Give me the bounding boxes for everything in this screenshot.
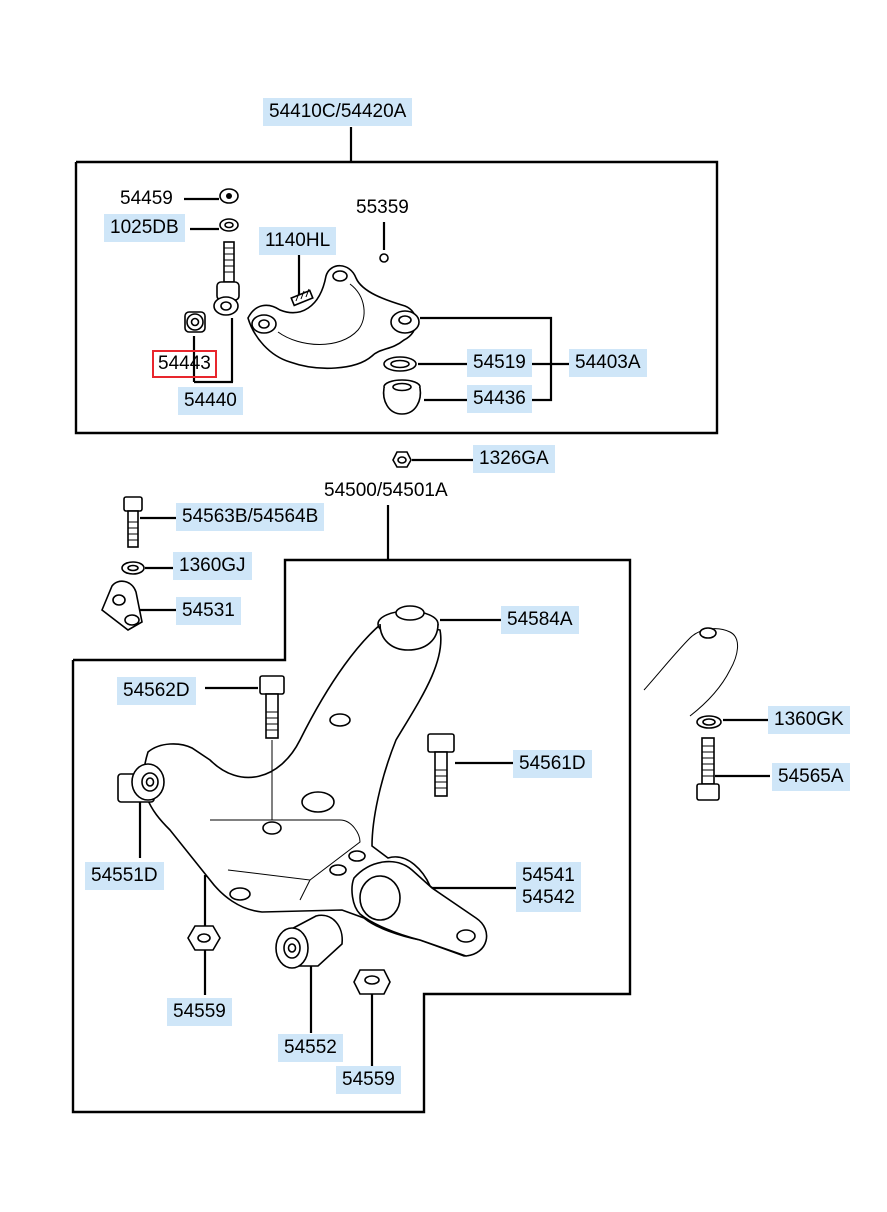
nut-54459-shape — [219, 188, 239, 204]
bracket-54531-shape — [101, 580, 143, 631]
bolt-54561d-shape — [427, 733, 455, 797]
label-bushing-54551d[interactable]: 54551D — [85, 862, 164, 890]
link-54440-shape — [213, 241, 240, 316]
label-washer-1360gk[interactable]: 1360GK — [768, 706, 850, 734]
label-upper-arm-assy[interactable]: 54410C/54420A — [263, 98, 413, 126]
nut-54559-left-shape — [187, 925, 221, 951]
label-lower-arm-assy[interactable]: 54500/54501A — [324, 480, 448, 501]
bolt-55359-shape — [379, 253, 389, 263]
bolt-54562d-shape — [259, 675, 285, 820]
label-bolt-55359[interactable]: 55359 — [356, 197, 409, 218]
label-ball-joint-54403a[interactable]: 54403A — [569, 349, 647, 377]
nut-1326ga-shape — [392, 451, 412, 468]
boot-54436-shape — [382, 379, 422, 415]
lower-arm-frame — [71, 505, 632, 1114]
knuckle-partial-shape — [643, 627, 738, 717]
label-bracket-54542: 54542 — [522, 887, 575, 908]
bolt-54563b-shape — [123, 496, 143, 548]
bushing-54552-shape — [275, 914, 343, 969]
label-nut-1326ga[interactable]: 1326GA — [473, 445, 555, 473]
label-ring-54519[interactable]: 54519 — [467, 349, 532, 377]
label-bushing-54584a[interactable]: 54584A — [501, 606, 579, 634]
label-bolt-1140hl[interactable]: 1140HL — [259, 227, 337, 255]
label-nut-54559-left[interactable]: 54559 — [167, 998, 232, 1026]
label-bracket-54531[interactable]: 54531 — [176, 597, 241, 625]
ring-54519-shape — [383, 356, 417, 372]
label-link-54440[interactable]: 54440 — [178, 387, 243, 415]
label-bracket-54541: 54541 — [522, 865, 575, 886]
label-boot-54436[interactable]: 54436 — [467, 385, 532, 413]
leader-lines — [138, 197, 770, 1066]
upper-arm-frame — [74, 127, 719, 435]
bracket-54541-shape — [351, 860, 488, 957]
label-nut-54559-right[interactable]: 54559 — [336, 1066, 401, 1094]
label-nut-54459[interactable]: 54459 — [120, 188, 173, 209]
label-bushing-54443[interactable]: 54443 — [152, 350, 217, 378]
label-washer-1025db[interactable]: 1025DB — [104, 214, 185, 242]
label-bracket-54541-54542[interactable]: 54541 54542 — [516, 862, 581, 912]
label-bushing-54552[interactable]: 54552 — [278, 1034, 343, 1062]
washer-1360gj-shape — [121, 561, 145, 575]
label-washer-1360gj[interactable]: 1360GJ — [173, 552, 252, 580]
upper-arm-shape — [247, 264, 420, 370]
label-bolt-54565a[interactable]: 54565A — [772, 763, 850, 791]
label-bolt-54563b[interactable]: 54563B/54564B — [176, 503, 325, 531]
bushing-54443-shape — [184, 311, 206, 333]
nut-54559-right-shape — [353, 969, 391, 995]
label-bolt-54562d[interactable]: 54562D — [117, 677, 196, 705]
washer-1025db-shape — [219, 218, 239, 232]
bushing-54551d-shape — [117, 763, 165, 803]
bolt-1140hl-shape — [290, 288, 314, 307]
bolt-54565a-shape — [696, 737, 720, 801]
washer-1360gk-shape — [696, 715, 722, 729]
label-bolt-54561d[interactable]: 54561D — [513, 750, 592, 778]
